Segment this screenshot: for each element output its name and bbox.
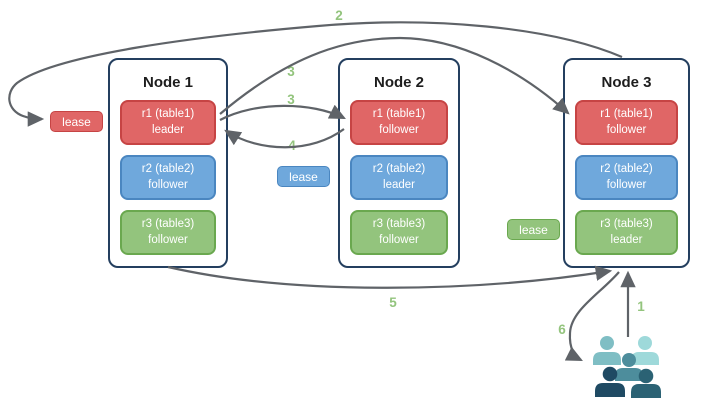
step-label-4: 4 bbox=[288, 138, 296, 153]
replica-name: r2 (table2) bbox=[141, 162, 195, 175]
replica-name: r1 (table1) bbox=[372, 107, 426, 120]
node-2: Node 2 r1 (table1) follower r2 (table2) … bbox=[338, 58, 460, 268]
replica-name: r3 (table3) bbox=[600, 217, 653, 230]
node-3-replica-r2: r2 (table2) follower bbox=[575, 155, 678, 200]
user-figure bbox=[593, 336, 621, 365]
arrow-step-3-node1-to-node2 bbox=[219, 104, 346, 121]
node-2-replica-r2: r2 (table2) leader bbox=[350, 155, 448, 200]
arrow-step-6-node3-to-users bbox=[564, 271, 620, 361]
arrow-step-2-node3-to-lease1 bbox=[8, 21, 623, 127]
replica-name: r2 (table2) bbox=[372, 162, 426, 175]
replica-name: r2 (table2) bbox=[600, 162, 653, 175]
step-label-1: 1 bbox=[637, 299, 645, 314]
node-3-replica-r1: r1 (table1) follower bbox=[575, 100, 678, 145]
replica-role: leader bbox=[152, 123, 184, 136]
step-label-6: 6 bbox=[558, 322, 566, 337]
replica-role: follower bbox=[148, 178, 188, 191]
replica-name: r3 (table3) bbox=[141, 217, 195, 230]
replica-name: r1 (table1) bbox=[600, 107, 653, 120]
replica-role: follower bbox=[379, 233, 419, 246]
replica-role: leader bbox=[610, 233, 643, 246]
step-label-5: 5 bbox=[389, 295, 397, 310]
replica-name: r1 (table1) bbox=[141, 107, 195, 120]
user-figure bbox=[615, 353, 643, 381]
replica-role: follower bbox=[606, 123, 647, 136]
node-2-replica-r1: r1 (table1) follower bbox=[350, 100, 448, 145]
user-figure bbox=[595, 366, 625, 397]
node-3: Node 3 r1 (table1) follower r2 (table2) … bbox=[563, 58, 690, 268]
lease-badge-table3: lease bbox=[507, 219, 560, 240]
node-1: Node 1 r1 (table1) leader r2 (table2) fo… bbox=[108, 58, 228, 268]
lease-badge-table1: lease bbox=[50, 111, 103, 132]
node-3-title: Node 3 bbox=[601, 74, 652, 91]
step-label-3b: 3 bbox=[287, 92, 295, 107]
node-1-replica-r2: r2 (table2) follower bbox=[120, 155, 216, 200]
replica-role: leader bbox=[383, 178, 415, 191]
users-icon bbox=[593, 336, 661, 398]
node-2-title: Node 2 bbox=[373, 74, 424, 91]
replica-role: follower bbox=[606, 178, 647, 191]
node-1-replica-r3: r3 (table3) follower bbox=[120, 210, 216, 255]
user-figure bbox=[631, 368, 661, 398]
lease-badge-table2: lease bbox=[277, 166, 330, 187]
node-2-replica-r3: r3 (table3) follower bbox=[350, 210, 448, 255]
replica-role: follower bbox=[148, 233, 188, 246]
node-1-replica-r1: r1 (table1) leader bbox=[120, 100, 216, 145]
node-1-title: Node 1 bbox=[142, 74, 193, 91]
step-label-2: 2 bbox=[335, 8, 343, 23]
arrow-step-5-node1-to-node3 bbox=[167, 265, 613, 289]
user-figure bbox=[631, 336, 659, 365]
replica-name: r3 (table3) bbox=[372, 217, 426, 230]
step-label-3a: 3 bbox=[287, 64, 295, 79]
node-3-replica-r3: r3 (table3) leader bbox=[575, 210, 678, 255]
replica-role: follower bbox=[379, 123, 419, 136]
